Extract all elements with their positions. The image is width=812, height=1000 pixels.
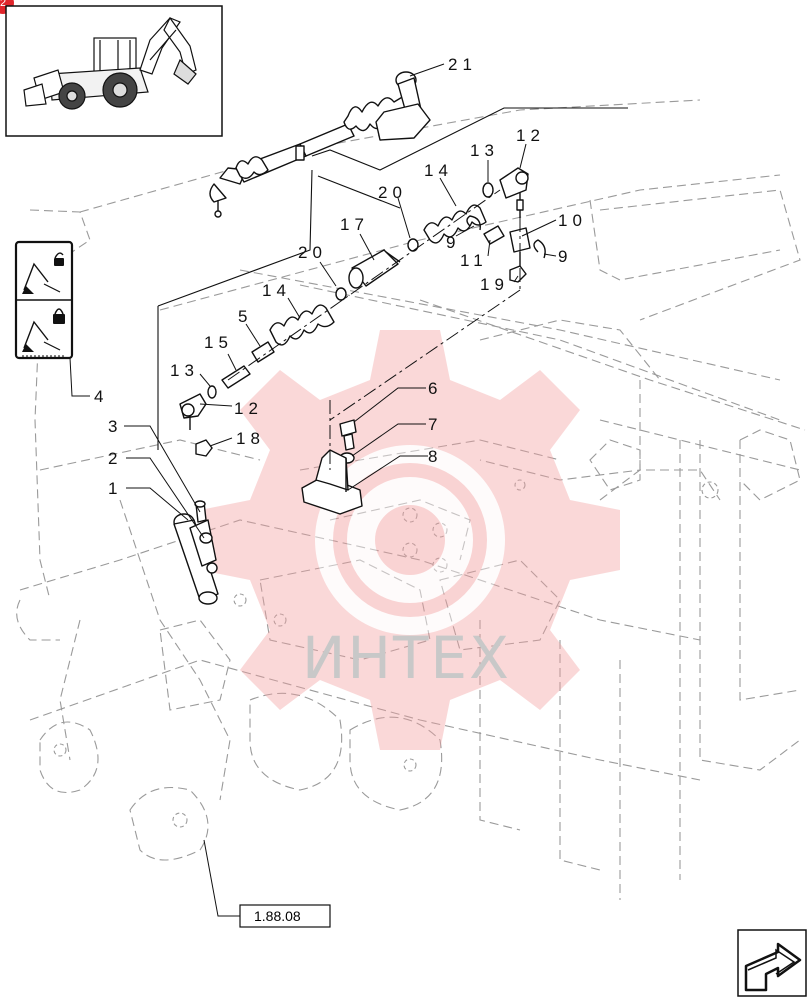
callouts: 21 12 13 14 20 17 20 14 5 15 13 12 18 10… — [94, 55, 587, 498]
callout-12-upper: 12 — [516, 126, 545, 145]
callout-2: 2 — [108, 449, 122, 468]
part-18-nut — [195, 439, 213, 457]
part-9-clip-upper — [466, 215, 481, 231]
next-page-arrow-icon — [744, 942, 802, 992]
callout-9-lower: 9 — [558, 247, 572, 266]
callout-10: 10 — [558, 211, 587, 230]
callout-15: 15 — [204, 333, 233, 352]
backhoe-loader-thumbnail — [23, 16, 197, 110]
part-19-nut — [509, 265, 527, 283]
part-13-washer-upper — [482, 182, 494, 198]
assembly-centerlines — [227, 189, 521, 470]
callout-21: 21 — [448, 55, 477, 74]
part-17-sleeve — [348, 249, 401, 289]
part-2-bushing — [199, 532, 213, 544]
machine-thumbnail — [5, 5, 223, 137]
part-20-ring-lower — [335, 287, 347, 301]
callout-17: 17 — [340, 215, 369, 234]
callout-5: 5 — [238, 307, 252, 326]
callout-8: 8 — [428, 447, 442, 466]
watermark-text: ИНТЕХ — [302, 624, 511, 692]
part-9-clip-lower — [533, 239, 546, 259]
reference-link[interactable]: 1.88.08 — [239, 904, 331, 928]
reference-link-label: 1.88.08 — [254, 908, 301, 924]
part-13-washer-lower — [207, 385, 217, 399]
phantom-frame — [16, 99, 806, 900]
part-12-ball-joint-upper — [499, 167, 529, 218]
frame-outline-lines — [157, 107, 628, 450]
part-8-bracket — [301, 449, 363, 515]
phantom-bolts — [53, 479, 719, 828]
part-15-rod — [221, 365, 251, 389]
callout-13-lower: 13 — [170, 361, 199, 380]
part-21-control-lever — [209, 71, 431, 218]
callout-7: 7 — [428, 415, 442, 434]
parts — [173, 71, 546, 605]
callout-14-lower: 14 — [262, 281, 291, 300]
callout-9-upper: 9 — [446, 233, 460, 252]
callout-20-lower: 20 — [298, 243, 327, 262]
lock-unlock-decal — [14, 240, 74, 360]
part-1-cylinder — [173, 513, 219, 605]
part-12-ball-joint-lower — [179, 393, 207, 430]
callout-1: 1 — [108, 479, 122, 498]
callout-20-upper: 20 — [378, 183, 407, 202]
watermark-gear-logo — [200, 330, 620, 750]
leader-lines — [69, 63, 557, 917]
callout-18: 18 — [236, 429, 265, 448]
part-14-bellows-lower — [269, 304, 335, 346]
callout-6: 6 — [428, 379, 442, 398]
part-20-ring-upper — [407, 238, 419, 252]
callout-3: 3 — [108, 417, 122, 436]
callout-12-lower: 12 — [234, 399, 263, 418]
part-3-screw — [194, 500, 207, 523]
next-page-button[interactable] — [737, 929, 807, 997]
callout-11: 11 — [460, 251, 488, 270]
part-5-pin — [251, 341, 275, 363]
part-14-bellows-upper — [423, 204, 487, 244]
callout-13-upper: 13 — [470, 141, 499, 160]
callout-14-upper: 14 — [424, 161, 453, 180]
callout-19: 19 — [480, 275, 509, 294]
callout-4: 4 — [94, 387, 108, 406]
part-6-bolt — [339, 419, 357, 451]
part-11-pin — [483, 225, 505, 245]
